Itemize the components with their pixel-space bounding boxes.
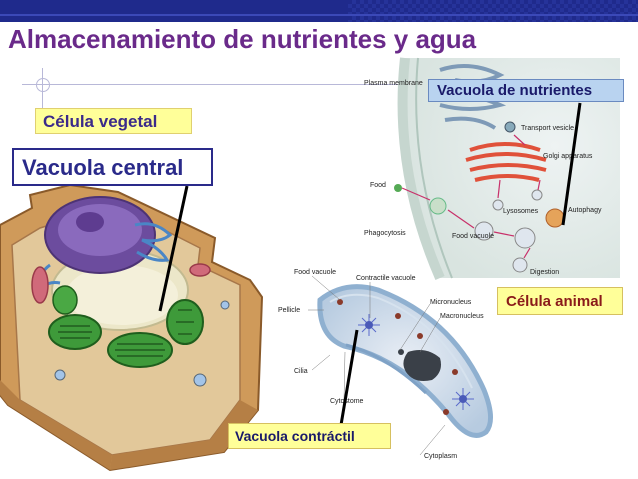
header-line	[0, 14, 638, 16]
label-golgi-apparatus: Golgi apparatus	[543, 153, 593, 160]
animal-cell-illustration: Plasma membrane Transport vesicle Golgi …	[364, 57, 620, 280]
crosshair-icon	[36, 78, 50, 92]
label-vacuola-contractil: Vacuola contráctil	[228, 423, 391, 449]
label-digestion: Digestion	[530, 269, 559, 276]
label-celula-vegetal: Célula vegetal	[35, 108, 192, 134]
pointer-line-vacuola-contractil	[339, 329, 359, 426]
label-paramecium-food-vacuole: Food vacuole	[294, 269, 336, 276]
label-cytostome: Cytostome	[330, 398, 364, 405]
label-lysosomes: Lysosomes	[503, 208, 539, 215]
label-vacuola-central: Vacuola central	[12, 148, 213, 186]
paramecium-illustration: Food vacuole Contractile vacuole Pellicl…	[278, 269, 493, 460]
label-autophagy: Autophagy	[568, 207, 602, 214]
header-bar	[0, 0, 638, 22]
label-food-vacuole: Food vacuole	[452, 233, 494, 240]
label-pellicle: Pellicle	[278, 307, 300, 314]
label-transport-vesicle: Transport vesicle	[521, 125, 574, 132]
label-vacuola-nutrientes: Vacuola de nutrientes	[428, 79, 624, 102]
label-food: Food	[370, 182, 386, 189]
label-micronucleus: Micronucleus	[430, 299, 472, 306]
label-cilia: Cilia	[294, 368, 308, 375]
label-contractile-vacuole: Contractile vacuole	[356, 275, 416, 282]
page-title: Almacenamiento de nutrientes y agua	[8, 24, 477, 54]
guide-line-horizontal	[22, 84, 622, 85]
label-celula-animal: Célula animal	[497, 287, 623, 315]
plant-cell-illustration	[0, 183, 264, 472]
pointer-line-vacuola-nutrientes	[561, 102, 582, 226]
label-phagocytosis: Phagocytosis	[364, 230, 406, 237]
guide-line-vertical	[42, 68, 43, 128]
label-macronucleus: Macronucleus	[440, 313, 484, 320]
header-pattern	[348, 0, 638, 22]
label-cytoplasm: Cytoplasm	[424, 453, 457, 460]
pointer-line-vacuola-central	[158, 185, 189, 312]
label-plasma-membrane: Plasma membrane	[364, 80, 423, 87]
